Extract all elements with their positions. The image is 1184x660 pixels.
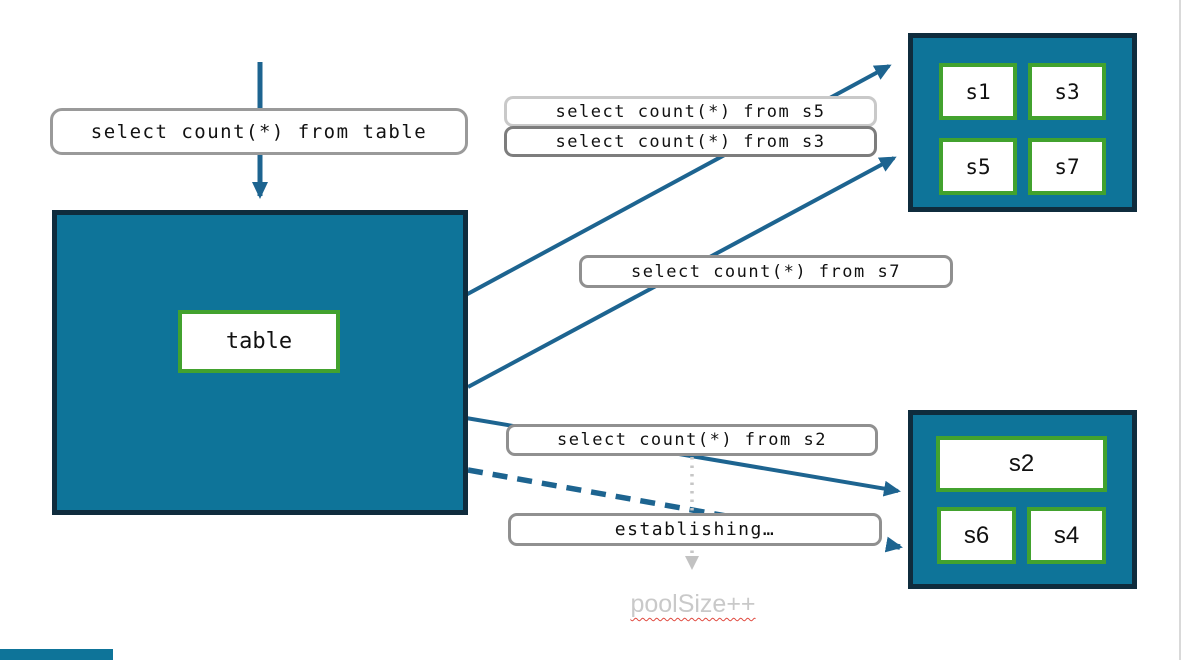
status-label-establishing: establishing… xyxy=(508,513,882,546)
query-text: select count(*) from s3 xyxy=(555,131,826,152)
shard-node-s4: s4 xyxy=(1027,507,1106,564)
shard-node-s7: s7 xyxy=(1028,138,1106,195)
query-label-from-s5: select count(*) from s5 xyxy=(504,96,877,127)
table-node: table xyxy=(178,310,340,373)
query-label-from-table: select count(*) from table xyxy=(50,108,468,155)
poolsize-note: poolSize++ xyxy=(630,590,756,618)
shard-node-s5: s5 xyxy=(939,138,1017,195)
shard-node-label: s3 xyxy=(1054,79,1080,104)
query-text: select count(*) from s5 xyxy=(555,101,826,122)
bottom-accent-bar xyxy=(0,649,113,660)
shard-node-label: s4 xyxy=(1053,521,1080,549)
shard-group-bottom: s2 s6 s4 xyxy=(908,410,1137,589)
query-text: select count(*) from table xyxy=(90,120,428,143)
table-box: table xyxy=(52,210,468,515)
shard-node-label: s5 xyxy=(965,154,991,179)
shard-node-s3: s3 xyxy=(1028,63,1106,120)
shard-node-s2: s2 xyxy=(936,436,1107,492)
query-label-from-s7: select count(*) from s7 xyxy=(579,255,953,288)
query-label-from-s3: select count(*) from s3 xyxy=(504,126,877,157)
query-text: select count(*) from s7 xyxy=(631,261,901,282)
shard-node-label: s2 xyxy=(1008,450,1035,477)
shard-node-label: s7 xyxy=(1054,154,1080,179)
shard-node-s1: s1 xyxy=(939,63,1017,120)
query-text: select count(*) from s2 xyxy=(557,430,827,450)
shard-group-top: s1 s3 s5 s7 xyxy=(908,33,1137,212)
shard-node-label: s1 xyxy=(965,79,991,104)
shard-node-s6: s6 xyxy=(937,507,1016,564)
query-label-from-s2: select count(*) from s2 xyxy=(506,424,878,456)
status-text: establishing… xyxy=(614,519,776,540)
slide-edge-line xyxy=(1179,0,1181,660)
table-node-label: table xyxy=(225,329,293,354)
shard-node-label: s6 xyxy=(963,521,990,549)
